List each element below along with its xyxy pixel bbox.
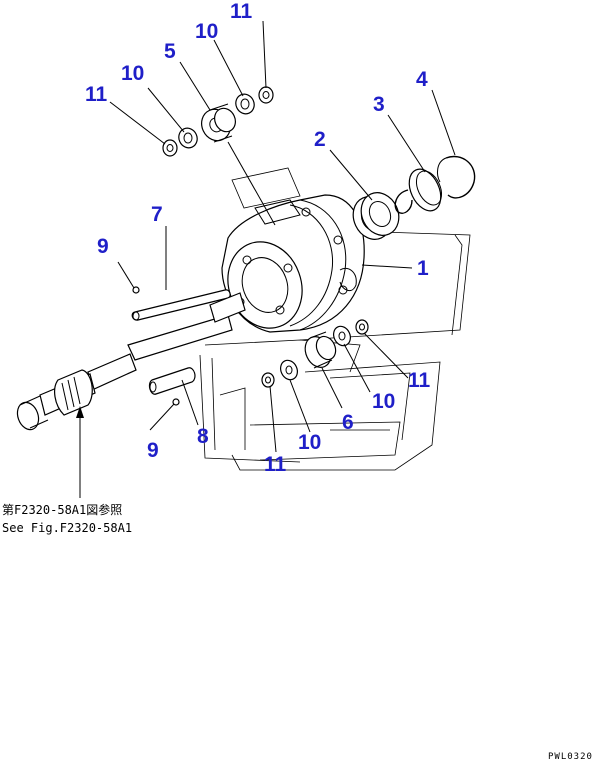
callout-1: 1 — [417, 257, 429, 280]
ball-pin-lower — [172, 398, 180, 406]
callout-10-b: 10 — [121, 62, 144, 85]
reference-note-english: See Fig.F2320-58A1 — [2, 521, 132, 535]
needle-bearing-upper-a — [178, 127, 198, 149]
thrust-washer-upper-b — [258, 86, 274, 104]
callout-11-b: 11 — [85, 83, 108, 106]
leader-lines — [76, 20, 456, 498]
carrier-housing — [221, 194, 365, 333]
drawing-code: PWL0320 — [548, 752, 593, 762]
planet-gear-lower — [304, 331, 337, 369]
short-shaft — [148, 367, 196, 395]
callout-2: 2 — [314, 128, 326, 151]
needle-bearing-lower-b — [333, 325, 351, 347]
ball-pin-upper — [132, 286, 140, 294]
needle-bearing-upper-b — [235, 93, 255, 115]
reference-note-japanese: 第F2320-58A1図参照 — [2, 502, 122, 517]
callout-5: 5 — [164, 40, 176, 63]
callout-3: 3 — [373, 93, 385, 116]
snap-ring-small — [394, 189, 413, 214]
callout-10-c: 10 — [372, 390, 395, 413]
callout-labels: 1 2 3 4 5 6 7 8 9 9 10 10 10 10 11 11 11… — [85, 0, 431, 476]
input-shaft — [16, 292, 246, 431]
snap-ring-large — [437, 155, 476, 199]
thrust-washer-lower-a — [261, 372, 275, 388]
callout-10-a: 10 — [195, 20, 218, 43]
thrust-washer-upper-a — [162, 139, 178, 157]
callout-10-d: 10 — [298, 431, 321, 454]
planet-gear-upper — [201, 103, 236, 143]
callout-7: 7 — [151, 203, 163, 226]
callout-8: 8 — [197, 425, 209, 448]
callout-11-d: 11 — [264, 453, 287, 476]
needle-bearing-lower-a — [280, 359, 298, 381]
callout-9-top: 9 — [97, 235, 109, 258]
thrust-washer-lower-b — [355, 319, 369, 335]
callout-11-a: 11 — [230, 0, 253, 23]
callout-11-c: 11 — [408, 369, 431, 392]
callout-6: 6 — [342, 411, 354, 434]
arrow-head-icon — [76, 406, 84, 418]
bearing — [352, 192, 400, 240]
callout-9-bottom: 9 — [147, 439, 159, 462]
collar — [408, 168, 443, 212]
callout-4: 4 — [416, 68, 428, 91]
